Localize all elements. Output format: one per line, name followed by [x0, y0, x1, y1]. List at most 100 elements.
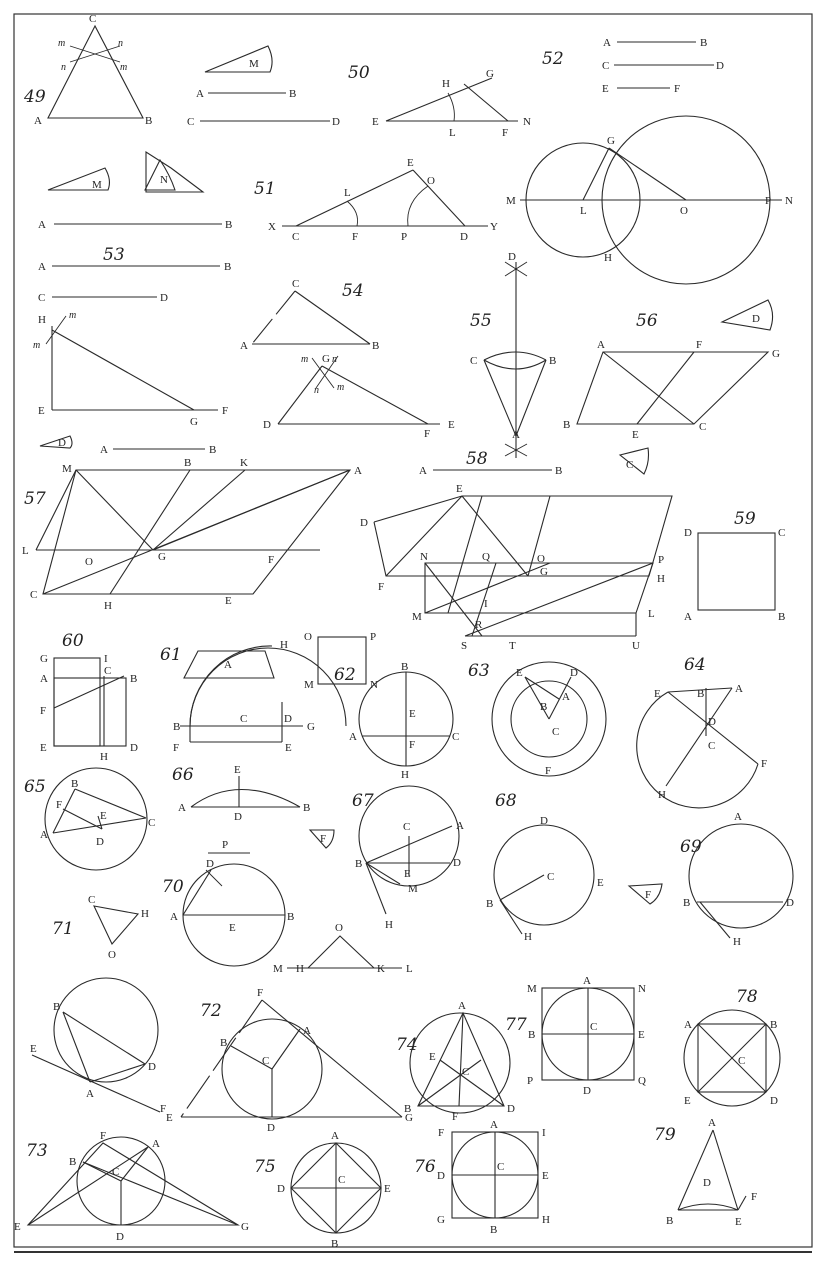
figure-72: 72 F B A C E D G	[166, 987, 413, 1134]
chord-AB	[52, 788, 76, 834]
label-A: A	[303, 1025, 311, 1037]
inscribed-triangle	[417, 1011, 505, 1107]
label-B: B	[683, 897, 690, 909]
label-A: A	[196, 88, 204, 100]
line-BG	[82, 1161, 239, 1226]
label-D: D	[58, 437, 66, 449]
label-F: F	[645, 889, 651, 901]
label-S: S	[461, 640, 467, 652]
label-m: m	[301, 354, 308, 365]
lower-arc	[483, 359, 547, 370]
label-H: H	[100, 751, 108, 763]
label-B: B	[69, 1156, 76, 1168]
label-H: H	[542, 1214, 550, 1226]
label-M: M	[527, 983, 537, 995]
label-G: G	[158, 551, 166, 563]
angle-M	[47, 167, 111, 191]
label-M: M	[506, 195, 516, 207]
label-C: C	[708, 740, 715, 752]
radius-CB	[230, 1045, 273, 1070]
line-AC	[52, 817, 147, 834]
label-H: H	[38, 314, 46, 326]
label-M: M	[304, 679, 314, 691]
label-F: F	[352, 231, 358, 243]
label-E: E	[632, 429, 639, 441]
label-M: M	[412, 611, 422, 623]
triangle	[26, 1142, 240, 1226]
label-B: B	[184, 457, 191, 469]
label-Y: Y	[490, 221, 498, 233]
figure-65: 65 B F E A D C	[24, 767, 155, 871]
label-C: C	[89, 13, 96, 25]
label-B: B	[528, 1029, 535, 1041]
figure-54: 54 C A B G m n n m D F E	[240, 278, 455, 440]
label-F: F	[40, 705, 46, 717]
label-K: K	[240, 457, 248, 469]
label-F: F	[674, 83, 680, 95]
label-F: F	[160, 1103, 166, 1115]
label-L: L	[449, 127, 456, 139]
label-B: B	[401, 661, 408, 673]
figure-number: 60	[62, 631, 84, 651]
figure-63: 63 E D B A C F	[468, 661, 607, 777]
label-C: C	[547, 871, 554, 883]
label-m: m	[69, 310, 76, 321]
label-H: H	[733, 936, 741, 948]
label-E: E	[14, 1221, 21, 1233]
label-A: A	[349, 731, 357, 743]
line-KG	[152, 469, 246, 551]
label-F: F	[320, 833, 326, 845]
triangle-sides	[483, 359, 547, 438]
chord-AD	[89, 1063, 146, 1083]
figure-number: 61	[160, 645, 182, 665]
label-C: C	[38, 292, 45, 304]
label-E: E	[40, 742, 47, 754]
label-C: C	[699, 421, 706, 433]
label-E: E	[735, 1216, 742, 1228]
label-D: D	[786, 897, 794, 909]
label-A: A	[512, 429, 520, 441]
label-m: m	[58, 38, 65, 49]
label-E: E	[38, 405, 45, 417]
radius-CA	[120, 1146, 149, 1182]
tangent-EF	[31, 1054, 161, 1113]
plate-border	[13, 13, 813, 1248]
label-D: D	[770, 1095, 778, 1107]
label-G: G	[540, 566, 548, 578]
median-AF	[458, 1012, 464, 1107]
label-L: L	[22, 545, 29, 557]
label-E: E	[429, 1051, 436, 1063]
label-L: L	[648, 608, 655, 620]
label-F: F	[751, 1191, 757, 1203]
figure-53: 53 A B C D H m m E G F	[33, 245, 231, 428]
label-A: A	[40, 829, 48, 841]
arc-mark	[504, 443, 528, 457]
label-F: F	[378, 581, 384, 593]
label-E: E	[602, 83, 609, 95]
circle	[53, 977, 159, 1083]
label-B: B	[331, 1238, 338, 1250]
inscribed-square	[697, 1023, 767, 1093]
circle	[358, 785, 460, 887]
label-P: P	[370, 631, 376, 643]
label-T: T	[509, 640, 516, 652]
label-D: D	[507, 1103, 515, 1115]
label-P: P	[401, 231, 407, 243]
label-B: B	[540, 701, 547, 713]
label-C: C	[292, 231, 299, 243]
circumcircle	[409, 1012, 511, 1114]
semicircle	[189, 647, 347, 727]
label-D: D	[437, 1170, 445, 1182]
label-A: A	[684, 611, 692, 623]
label-A: A	[354, 465, 362, 477]
circle	[44, 767, 148, 871]
inner-circle	[510, 680, 588, 758]
figure-number: 63	[468, 661, 490, 681]
tall-rectangle	[53, 657, 101, 747]
arc-mark	[504, 261, 528, 277]
figure-number: 75	[254, 1157, 276, 1177]
label-O: O	[427, 175, 435, 187]
figure-67: 67 A C B E D H M	[352, 785, 464, 931]
triangle	[47, 24, 144, 119]
small-circle	[525, 142, 641, 258]
